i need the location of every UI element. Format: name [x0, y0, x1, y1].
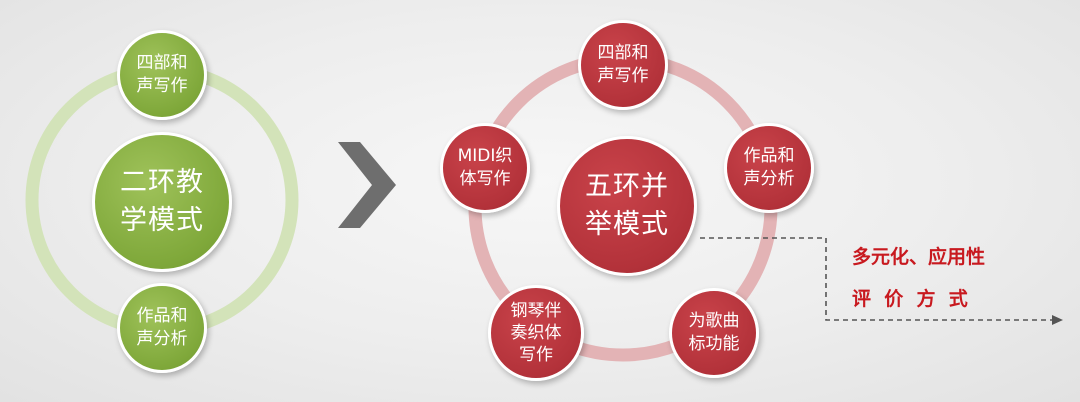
right-node-top-label: 四部和 声写作	[597, 43, 649, 86]
right-node-lower-right-label: 为歌曲 标功能	[688, 311, 740, 354]
left-node-top: 四部和 声写作	[117, 30, 207, 120]
left-node-top-label: 四部和 声写作	[136, 53, 188, 96]
dashed-connector	[700, 237, 1052, 321]
annotation-line-2: 评 价 方 式	[852, 288, 968, 310]
right-node-upper-left: MIDI织 体写作	[440, 123, 530, 213]
right-node-lower-left-label: 钢琴伴 奏织体 写作	[510, 301, 562, 365]
right-center-label: 五环并 举模式	[585, 171, 669, 240]
left-node-bottom-label: 作品和 声分析	[136, 306, 188, 349]
right-center-node: 五环并 举模式	[557, 136, 697, 276]
right-node-upper-left-label: MIDI织 体写作	[457, 146, 513, 189]
left-center-label: 二环教 学模式	[120, 167, 204, 236]
left-center-node: 二环教 学模式	[92, 132, 232, 272]
right-node-lower-right: 为歌曲 标功能	[669, 288, 759, 378]
right-node-top: 四部和 声写作	[578, 20, 668, 110]
right-node-lower-left: 钢琴伴 奏织体 写作	[488, 285, 584, 381]
chevron-right-icon	[338, 142, 396, 228]
arrowhead-icon	[1052, 315, 1063, 325]
right-node-upper-right-label: 作品和 声分析	[743, 146, 795, 189]
annotation-line-1: 多元化、应用性	[852, 246, 986, 268]
left-node-bottom: 作品和 声分析	[117, 283, 207, 373]
right-node-upper-right: 作品和 声分析	[724, 123, 814, 213]
